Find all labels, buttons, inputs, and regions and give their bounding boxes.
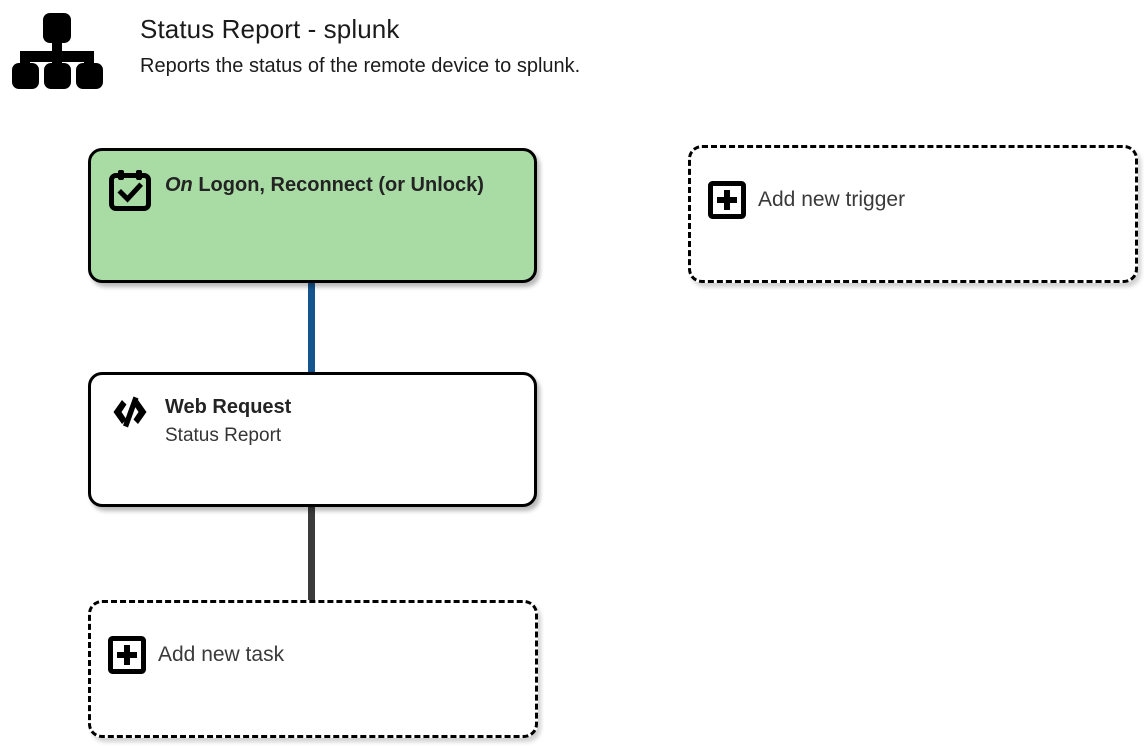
connector-task-to-add-task: [308, 505, 315, 603]
page-title: Status Report - splunk: [140, 14, 400, 44]
add-new-trigger-card[interactable]: Add new trigger: [688, 145, 1138, 283]
plus-box-icon: [108, 636, 146, 674]
add-new-task-label: Add new task: [158, 643, 285, 666]
page-subtitle: Reports the status of the remote device …: [140, 55, 581, 77]
add-new-task-card[interactable]: Add new task: [88, 600, 538, 738]
plus-box-icon: [708, 181, 746, 219]
page-header: Status Report - splunk Reports the statu…: [0, 0, 1146, 110]
calendar-check-icon: [109, 169, 151, 211]
trigger-card-title: On Logon, Reconnect (or Unlock): [165, 170, 518, 200]
sitemap-icon: [11, 11, 103, 91]
add-new-trigger-label: Add new trigger: [758, 188, 906, 211]
task-card-subtitle: Status Report: [165, 425, 282, 446]
trigger-title-rest: Logon, Reconnect (or Unlock): [192, 174, 484, 196]
header-text-block: Status Report - splunk Reports the statu…: [140, 13, 1100, 79]
connector-trigger-to-task: [308, 278, 315, 374]
code-icon: [109, 391, 151, 433]
trigger-card-logon-reconnect[interactable]: On Logon, Reconnect (or Unlock): [88, 148, 537, 283]
task-card-web-request[interactable]: Web Request Status Report: [88, 372, 537, 507]
task-card-title: Web Request: [165, 396, 292, 418]
trigger-title-emphasis: On: [165, 174, 193, 196]
